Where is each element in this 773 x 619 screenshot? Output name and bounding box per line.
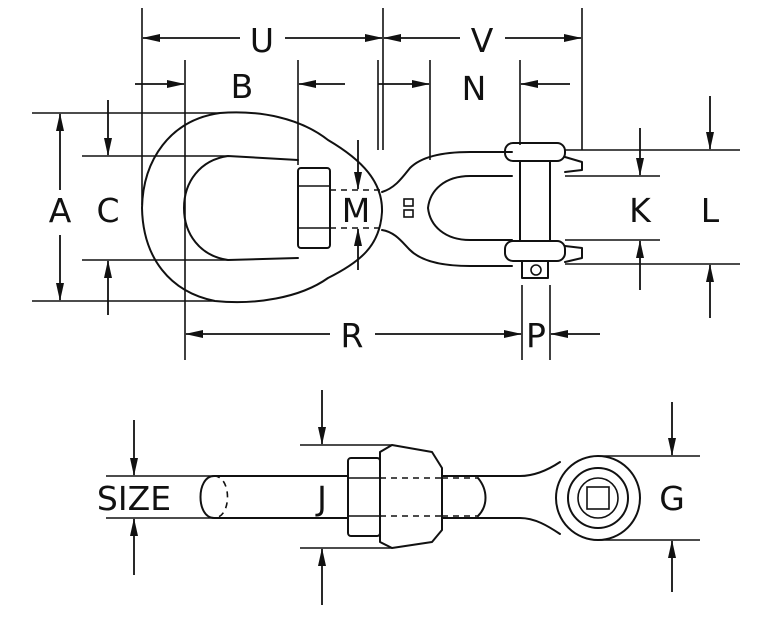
tapered-collar xyxy=(379,444,443,549)
end-eye-inner xyxy=(567,467,629,529)
label-L: L xyxy=(701,191,720,230)
label-C: C xyxy=(96,191,119,230)
label-J: J xyxy=(315,479,327,518)
jaw-pin xyxy=(504,142,583,279)
label-M: M xyxy=(342,191,370,230)
label-G: G xyxy=(659,479,685,518)
label-A: A xyxy=(49,191,72,230)
side-nut xyxy=(347,457,381,537)
shank-outline xyxy=(199,475,349,519)
eye-inner-outline xyxy=(183,155,299,261)
label-K: K xyxy=(629,191,652,230)
label-SIZE: SIZE xyxy=(97,479,171,518)
label-R: R xyxy=(341,316,364,355)
label-V: V xyxy=(471,21,494,60)
hex-nut xyxy=(297,167,331,249)
jaw-body-outline xyxy=(381,151,513,267)
jaw-inner-outline xyxy=(427,175,513,241)
label-P: P xyxy=(526,316,546,355)
label-U: U xyxy=(250,21,274,60)
side-view-swivel: SIZE J G xyxy=(97,390,700,605)
label-B: B xyxy=(231,67,254,106)
top-view-swivel: U V B N A C M K L R P xyxy=(32,8,740,360)
label-N: N xyxy=(462,69,487,108)
